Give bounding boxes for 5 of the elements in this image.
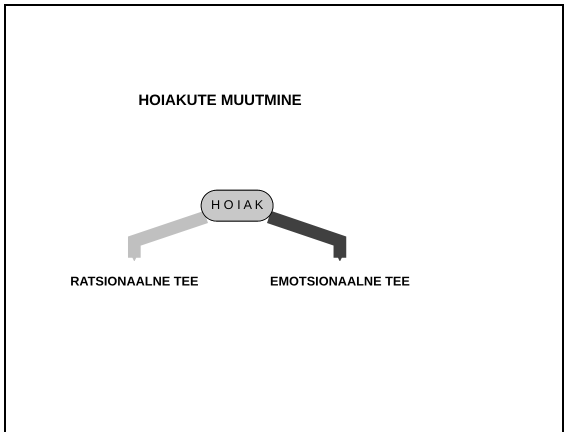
title: HOIAKUTE MUUTMINE bbox=[137, 92, 303, 109]
node-text: RATSIONAALNE TEE bbox=[70, 275, 198, 289]
arrow bbox=[128, 210, 208, 262]
node-text: EMOTSIONAALNE TEE bbox=[270, 275, 410, 289]
arrow bbox=[266, 210, 346, 262]
